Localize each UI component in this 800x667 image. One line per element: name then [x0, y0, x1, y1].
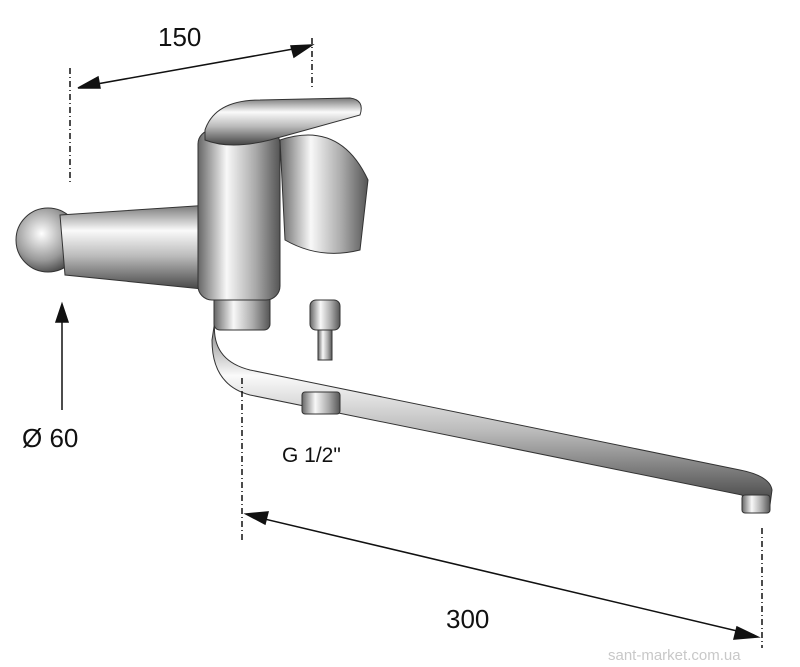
arrow-head	[77, 75, 101, 89]
dimension-line	[251, 515, 755, 636]
arrow-head	[243, 511, 269, 526]
diverter-knob	[309, 299, 341, 331]
watermark: sant-market.com.ua	[608, 647, 741, 664]
dimension-label-150: 150	[158, 22, 201, 52]
outlet-connector	[301, 391, 341, 415]
faucet-illustration	[15, 97, 773, 514]
dimension-diameter	[54, 301, 70, 410]
arrow-head	[733, 625, 761, 640]
dimension-label-diameter: Ø 60	[22, 423, 78, 453]
dimension-300	[241, 378, 763, 648]
arrow-head	[54, 301, 70, 323]
mixer-body	[197, 129, 281, 301]
outlet-thread-label: G 1/2"	[282, 444, 341, 467]
dimension-label-300: 300	[446, 604, 489, 634]
spout	[211, 319, 773, 506]
diverter-stem	[317, 329, 333, 361]
side-cap	[279, 134, 369, 254]
dimension-line	[79, 45, 311, 88]
inlet-arm	[59, 204, 213, 291]
arrow-head	[290, 44, 315, 59]
spout-nozzle	[741, 494, 771, 514]
dimension-150	[69, 38, 315, 185]
lever-handle	[204, 97, 362, 146]
